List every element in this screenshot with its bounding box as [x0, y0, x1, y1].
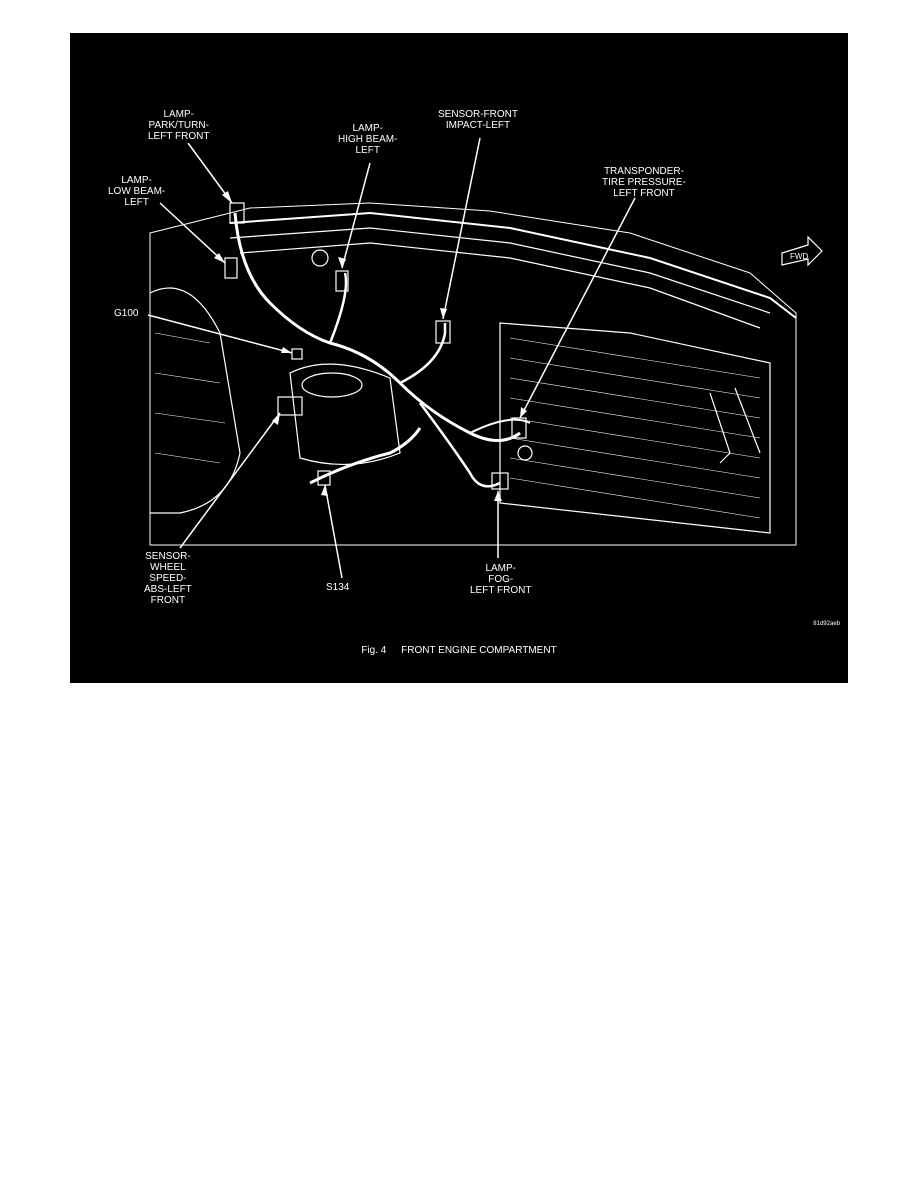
callout-lamp-fog: LAMP- FOG- LEFT FRONT — [470, 563, 532, 596]
caption-number: Fig. 4 — [361, 645, 387, 656]
connector-park-turn — [229, 202, 245, 224]
connector-low-beam — [224, 257, 238, 279]
washer-reservoir — [289, 363, 401, 466]
caption-title: FRONT ENGINE COMPARTMENT — [401, 645, 557, 656]
g100-ground — [291, 348, 303, 360]
leader-g100 — [147, 314, 293, 354]
callout-transponder-tire-pressure: TRANSPONDER- TIRE PRESSURE- LEFT FRONT — [602, 166, 686, 199]
callout-lamp-low-beam: LAMP- LOW BEAM- LEFT — [108, 175, 166, 208]
radiator-support — [229, 211, 797, 319]
left-fender — [149, 287, 241, 514]
fwd-arrow — [781, 235, 823, 267]
image-code: 81d92aeb — [813, 621, 840, 627]
leader-s134 — [324, 484, 343, 579]
connector-impact-sensor — [435, 320, 451, 344]
leader-park-turn — [187, 142, 233, 204]
leader-low-beam — [159, 202, 226, 264]
s134-splice — [317, 470, 331, 486]
callout-sensor-front-impact: SENSOR-FRONT IMPACT-LEFT — [438, 109, 518, 131]
connector-high-beam — [335, 270, 349, 292]
compartment-outline — [149, 202, 797, 546]
radiator — [499, 322, 771, 534]
figure-caption: Fig. 4 FRONT ENGINE COMPARTMENT — [70, 645, 848, 656]
engine-compartment-illustration: FWD — [147, 137, 823, 579]
leader-high-beam — [341, 162, 371, 269]
leader-wheel-speed — [179, 412, 281, 549]
leader-impact — [442, 137, 481, 320]
fwd-text: FWD — [790, 252, 808, 261]
callout-lamp-high-beam: LAMP- HIGH BEAM- LEFT — [338, 123, 398, 156]
connector-fog — [491, 472, 509, 490]
leader-transponder — [519, 197, 636, 419]
callout-sensor-wheel-speed: SENSOR- WHEEL SPEED- ABS-LEFT FRONT — [144, 551, 192, 606]
wiring-diagram-figure: FWD LAMP- PARK/TURN- LEFT FRONT LAMP- HI… — [70, 33, 848, 683]
callout-lamp-park-turn: LAMP- PARK/TURN- LEFT FRONT — [148, 109, 210, 142]
callout-g100: G100 — [114, 308, 139, 319]
connector-wheel-speed — [277, 396, 303, 416]
callout-s134: S134 — [326, 582, 350, 593]
connector-tire-transponder — [511, 417, 527, 439]
